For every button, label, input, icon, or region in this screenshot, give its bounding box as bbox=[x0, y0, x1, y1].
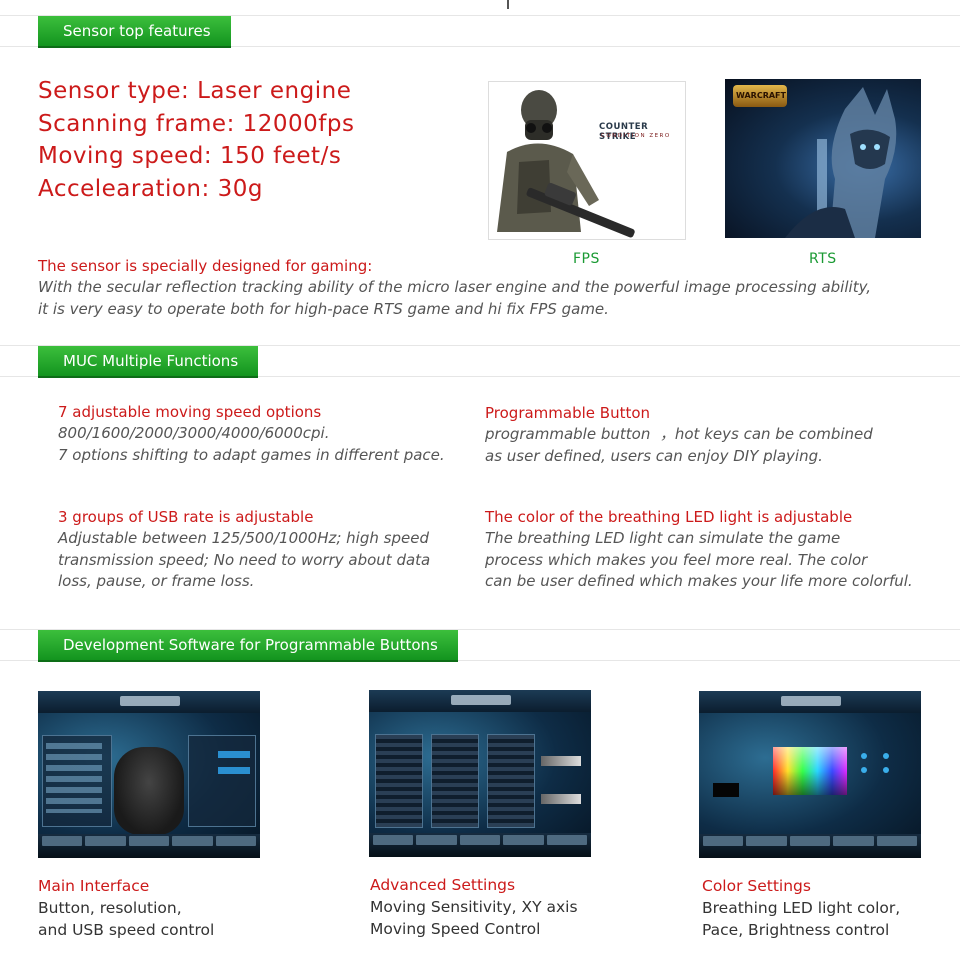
color-palette bbox=[773, 747, 847, 795]
software-advanced-settings: Advanced Settings Moving Sensitivity, XY… bbox=[370, 874, 578, 940]
function-title: The color of the breathing LED light is … bbox=[485, 508, 853, 526]
condition-zero-text: CONDITION ZERO bbox=[601, 133, 671, 139]
software-line: and USB speed control bbox=[38, 921, 215, 939]
function-line: loss, pause, or frame loss. bbox=[58, 572, 255, 590]
software-color-settings: Color Settings Breathing LED light color… bbox=[702, 875, 900, 941]
warcraft-logo bbox=[733, 85, 787, 107]
software-line: Moving Speed Control bbox=[370, 920, 541, 938]
software-title: Main Interface bbox=[38, 877, 150, 895]
function-line: can be user defined which makes your lif… bbox=[485, 572, 913, 590]
spec-moving-speed: Moving speed: 150 feet/s bbox=[38, 143, 342, 169]
function-line: as user defined, users can enjoy DIY pla… bbox=[485, 446, 823, 465]
fps-game-image: COUNTER STRIKE CONDITION ZERO bbox=[488, 81, 686, 240]
function-line: Adjustable between 125/500/1000Hz; high … bbox=[58, 529, 429, 547]
main-interface-screenshot bbox=[38, 691, 260, 858]
lich-king-illustration bbox=[785, 87, 897, 238]
software-title: Advanced Settings bbox=[370, 876, 516, 894]
counter-strike-logo: COUNTER STRIKE bbox=[599, 122, 649, 142]
function-line: 800/1600/2000/3000/4000/6000cpi. bbox=[58, 424, 330, 442]
section-divider bbox=[0, 629, 960, 630]
warcraft-logo-text: WARCRAFT bbox=[736, 91, 786, 100]
sensor-designed-title: The sensor is specially designed for gam… bbox=[38, 257, 373, 275]
spec-acceleration: Accelearation: 30g bbox=[38, 175, 263, 202]
software-main-interface: Main Interface Button, resolution, and U… bbox=[38, 875, 214, 941]
top-edge-mark bbox=[507, 0, 509, 9]
section-divider bbox=[0, 376, 960, 377]
rts-game-image: WARCRAFT bbox=[725, 79, 921, 238]
rts-caption: RTS bbox=[809, 251, 837, 267]
section-banner-sensor: Sensor top features bbox=[38, 16, 231, 46]
function-speed-options: 7 adjustable moving speed options 800/16… bbox=[58, 402, 445, 466]
function-line: 7 options shifting to adapt games in dif… bbox=[58, 445, 445, 464]
section-banner-software: Development Software for Programmable Bu… bbox=[38, 630, 458, 660]
software-title: Color Settings bbox=[702, 877, 811, 895]
function-line: The breathing LED light can simulate the… bbox=[485, 529, 841, 547]
spec-sensor-type: Sensor type: Laser engine bbox=[38, 78, 352, 104]
section-divider bbox=[0, 15, 960, 16]
function-title: Programmable Button bbox=[485, 404, 651, 422]
software-line: Breathing LED light color, bbox=[702, 899, 901, 917]
sensor-designed-line: With the secular reflection tracking abi… bbox=[38, 278, 872, 296]
section-divider bbox=[0, 46, 960, 47]
spec-scanning-frame: Scanning frame: 12000fps bbox=[38, 110, 355, 137]
function-programmable-button: Programmable Button programmable button … bbox=[485, 403, 873, 467]
function-line: process which makes you feel more real. … bbox=[485, 550, 868, 569]
soldier-illustration bbox=[497, 90, 635, 238]
function-usb-rate: 3 groups of USB rate is adjustable Adjus… bbox=[58, 507, 430, 593]
function-line: programmable button ，hot keys can be com… bbox=[485, 425, 873, 443]
section-divider bbox=[0, 345, 960, 346]
mouse-image bbox=[114, 747, 184, 835]
function-line: transmission speed; No need to worry abo… bbox=[58, 550, 431, 569]
function-led-color: The color of the breathing LED light is … bbox=[485, 507, 913, 593]
software-line: Moving Sensitivity, XY axis bbox=[370, 898, 578, 916]
section-divider bbox=[0, 660, 960, 661]
software-line: Button, resolution, bbox=[38, 899, 182, 917]
sensor-designed-line: it is very easy to operate both for high… bbox=[38, 299, 609, 318]
section-banner-muc: MUC Multiple Functions bbox=[38, 346, 259, 376]
sensor-designed-text: With the secular reflection tracking abi… bbox=[38, 277, 871, 320]
advanced-settings-screenshot bbox=[369, 690, 591, 857]
sensor-specs: Sensor type: Laser engine Scanning frame… bbox=[38, 75, 354, 205]
color-settings-screenshot bbox=[699, 691, 921, 858]
function-title: 3 groups of USB rate is adjustable bbox=[58, 508, 314, 526]
software-line: Pace, Brightness control bbox=[702, 921, 890, 939]
function-title: 7 adjustable moving speed options bbox=[58, 403, 322, 421]
fps-caption: FPS bbox=[573, 251, 600, 267]
